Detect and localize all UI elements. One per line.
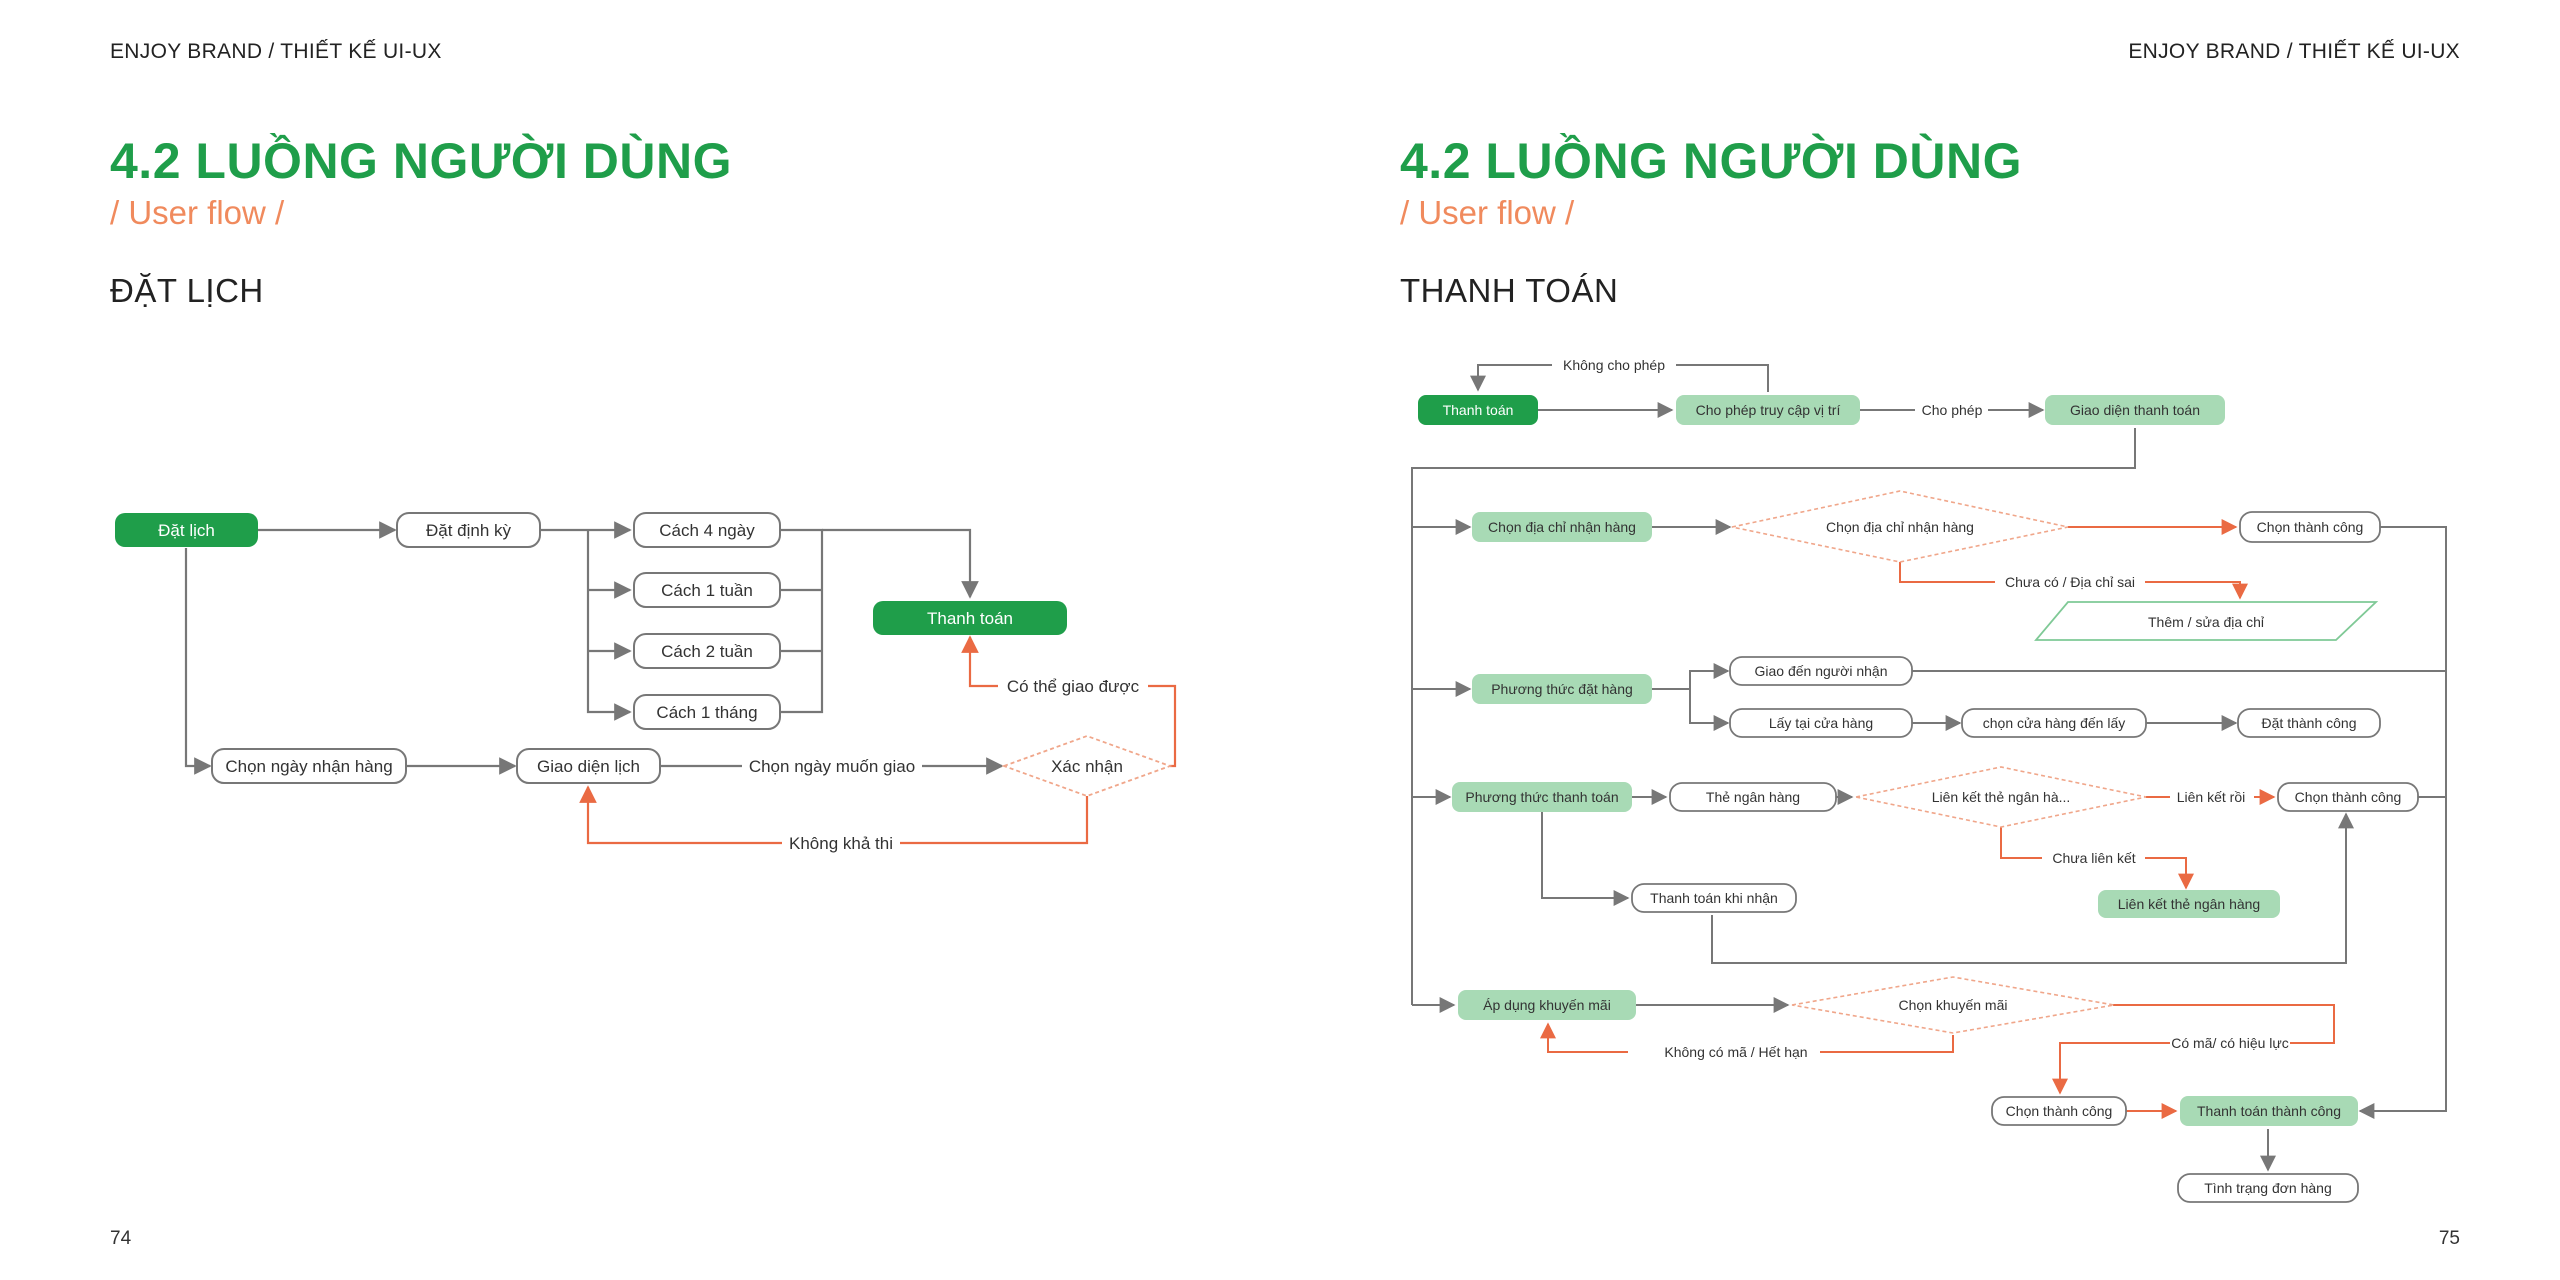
node-label: Thanh toán [927,609,1013,628]
node-label: Thẻ ngân hàng [1706,789,1800,805]
node-dat-lich[interactable]: Đặt lịch [115,513,258,547]
node-chon-dia-chi-nhan-hang[interactable]: Chọn địa chỉ nhận hàng [1472,512,1652,542]
connectors-gray-left [184,521,1004,775]
node-label: Cách 4 ngày [659,521,755,540]
node-label: Giao diện thanh toán [2070,402,2200,418]
node-lien-ket-diamond[interactable]: Liên kết thẻ ngân hà... [1855,766,2147,828]
edge-label-khong-cho-phep: Không cho phép [1563,357,1665,373]
node-phuong-thuc-thanh-toan[interactable]: Phương thức thanh toán [1452,782,1632,812]
node-label: Chọn ngày nhận hàng [225,757,392,776]
node-label: Giao diện lịch [537,757,640,776]
node-the-ngan-hang[interactable]: Thẻ ngân hàng [1669,782,1837,812]
node-thanh-toan-khi-nhan[interactable]: Thanh toán khi nhận [1631,883,1797,913]
node-giao-den-nguoi-nhan[interactable]: Giao đến người nhận [1729,656,1913,686]
node-them-sua-dia-chi[interactable]: Thêm / sửa địa chỉ [2034,601,2379,641]
node-label: Lấy tại cửa hàng [1769,715,1873,731]
page-title-left: 4.2 LUỒNG NGƯỜI DÙNG [110,133,732,189]
node-label: Cách 1 tuần [661,581,753,600]
page-title-right: 4.2 LUỒNG NGƯỜI DÙNG [1400,133,2022,189]
page-subtitle-left: / User flow / [110,194,285,231]
node-label: Thanh toán [1443,402,1514,418]
node-label: Thêm / sửa địa chỉ [2148,614,2265,630]
node-thanh-toan-left[interactable]: Thanh toán [873,601,1067,635]
node-label: chọn cửa hàng đến lấy [1983,715,2125,731]
edge-label-khong-kha-thi: Không khả thi [789,834,893,853]
node-cach-2-tuan[interactable]: Cách 2 tuần [633,633,781,669]
node-label: Đặt thành công [2262,715,2357,731]
node-label: Chọn địa chỉ nhận hàng [1826,519,1974,535]
node-lay-tai-cua-hang[interactable]: Lấy tại cửa hàng [1729,708,1913,738]
edge-label-khong-co-ma: Không có mã / Hết hạn [1664,1044,1807,1060]
node-chon-ngay-nhan-hang[interactable]: Chọn ngày nhận hàng [211,748,407,784]
edge-label-lien-ket-roi: Liên kết rồi [2177,789,2245,805]
node-label: Đặt lịch [158,521,215,540]
node-chon-thanh-cong-3[interactable]: Chọn thành công [1991,1096,2127,1126]
node-label: Cho phép truy cập vị trí [1696,402,1841,418]
node-cho-phep-truy-cap[interactable]: Cho phép truy cập vị trí [1676,395,1860,425]
connectors-gray-right [1411,364,2447,1172]
node-chon-thanh-cong-2[interactable]: Chọn thành công [2277,782,2419,812]
node-xac-nhan[interactable]: Xác nhận [1001,735,1173,797]
node-giao-dien-lich[interactable]: Giao diện lịch [516,748,661,784]
node-label: Cách 2 tuần [661,642,753,661]
node-label: Giao đến người nhận [1755,663,1888,679]
node-cach-1-tuan[interactable]: Cách 1 tuần [633,572,781,608]
node-chon-thanh-cong-1[interactable]: Chọn thành công [2239,511,2381,543]
page-number-left: 74 [110,1228,132,1249]
edge-label-co-ma: Có mã/ có hiệu lực [2171,1035,2289,1051]
page-number-right: 75 [2438,1228,2460,1249]
edge-label-chua-lien-ket: Chưa liên kết [2052,850,2135,866]
node-label: Cách 1 tháng [656,703,757,722]
node-label: Liên kết thẻ ngân hàng [2118,896,2260,912]
node-label: Chọn địa chỉ nhận hàng [1488,519,1636,535]
section-title-dat-lich: ĐẶT LỊCH [110,272,264,309]
node-label: Chọn thành công [2006,1103,2113,1119]
node-label: Tình trạng đơn hàng [2204,1180,2332,1196]
node-label: Liên kết thẻ ngân hà... [1932,789,2071,805]
node-chon-cua-hang[interactable]: chọn cửa hàng đến lấy [1961,708,2147,738]
page-header-right: ENJOY BRAND / THIẾT KẾ UI-UX [2128,40,2460,63]
edge-label-chon-ngay-muon-giao: Chọn ngày muốn giao [749,757,915,776]
page-subtitle-right: / User flow / [1400,194,1575,231]
section-title-thanh-toan: THANH TOÁN [1400,272,1619,309]
node-giao-dien-thanh-toan[interactable]: Giao diện thanh toán [2045,395,2225,425]
node-dat-dinh-ky[interactable]: Đặt định kỳ [396,512,541,548]
node-label: Phương thức đặt hàng [1491,681,1633,697]
node-chon-dia-chi-diamond[interactable]: Chọn địa chỉ nhận hàng [1731,490,2069,563]
node-chon-khuyen-mai[interactable]: Chọn khuyến mãi [1791,976,2115,1034]
node-thanh-toan-thanh-cong[interactable]: Thanh toán thành công [2180,1096,2358,1126]
node-label: Đặt định kỳ [426,521,512,540]
node-cach-1-thang[interactable]: Cách 1 tháng [633,694,781,730]
node-label: Phương thức thanh toán [1465,789,1618,805]
node-ap-dung-khuyen-mai[interactable]: Áp dụng khuyến mãi [1458,990,1636,1020]
node-lien-ket-the[interactable]: Liên kết thẻ ngân hàng [2098,890,2280,918]
edge-label-cho-phep: Cho phép [1922,402,1983,418]
page-header-left: ENJOY BRAND / THIẾT KẾ UI-UX [110,40,442,63]
edge-label-co-the-giao-duoc: Có thể giao được [1007,677,1140,696]
node-tinh-trang-don-hang[interactable]: Tình trạng đơn hàng [2177,1173,2359,1203]
node-label: Chọn thành công [2257,519,2364,535]
node-label: Thanh toán thành công [2197,1103,2341,1119]
node-thanh-toan-right[interactable]: Thanh toán [1418,395,1538,425]
node-label: Áp dụng khuyến mãi [1483,997,1611,1013]
node-phuong-thuc-dat-hang[interactable]: Phương thức đặt hàng [1472,674,1652,704]
node-label: Xác nhận [1051,757,1123,776]
node-cach-4-ngay[interactable]: Cách 4 ngày [633,512,781,548]
edge-label-chua-co-dia-chi-sai: Chưa có / Địa chỉ sai [2005,574,2135,590]
node-label: Chọn thành công [2295,789,2402,805]
node-label: Chọn khuyến mãi [1899,997,2008,1013]
node-dat-thanh-cong[interactable]: Đặt thành công [2237,708,2381,738]
node-label: Thanh toán khi nhận [1650,890,1778,906]
